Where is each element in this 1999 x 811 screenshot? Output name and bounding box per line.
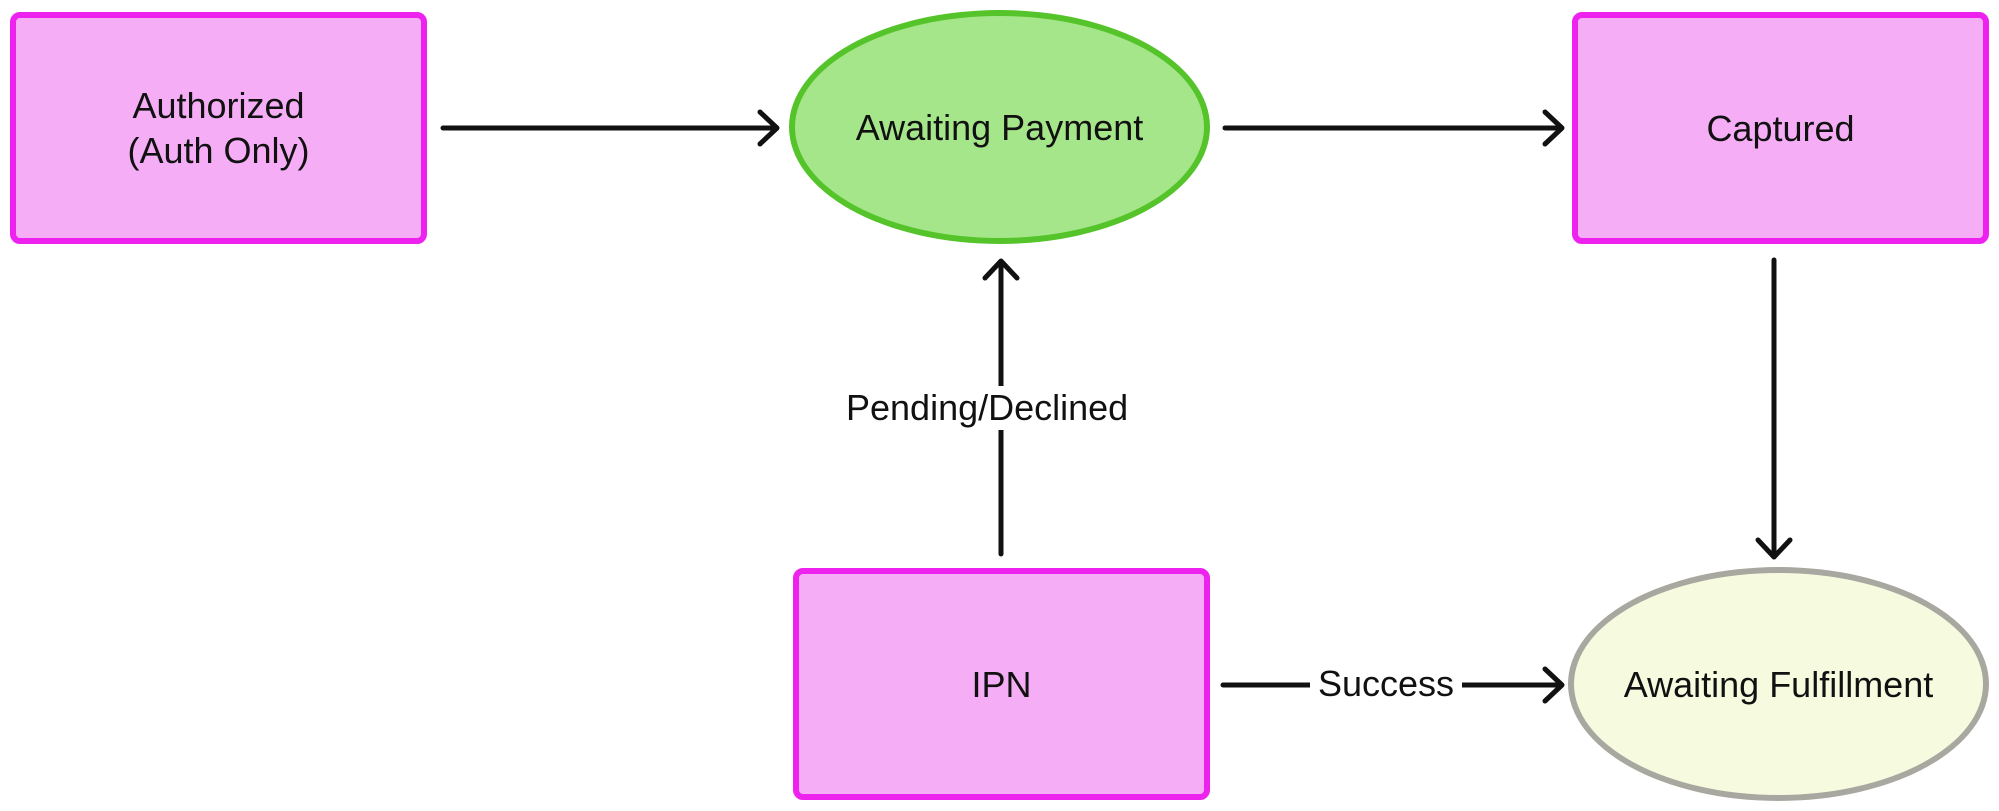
node-awaiting-fulfillment-label: Awaiting Fulfillment bbox=[1623, 663, 1934, 705]
node-ipn-label: IPN bbox=[971, 663, 1032, 705]
edge-awaiting-payment-to-captured bbox=[1222, 109, 1565, 147]
node-authorized-label: Authorized (Auth Only) bbox=[127, 85, 310, 171]
edge-label-success: Success bbox=[1310, 662, 1463, 706]
node-captured-label: Captured bbox=[1706, 107, 1855, 149]
node-ipn: IPN bbox=[793, 568, 1210, 800]
node-awaiting-payment: Awaiting Payment bbox=[789, 10, 1210, 244]
edge-label-pending-declined: Pending/Declined bbox=[838, 386, 1137, 430]
node-awaiting-payment-label: Awaiting Payment bbox=[855, 106, 1144, 148]
node-authorized: Authorized (Auth Only) bbox=[10, 12, 427, 244]
edge-authorized-to-awaiting-payment bbox=[440, 109, 780, 147]
edge-captured-to-awaiting-fulfillment bbox=[1755, 257, 1793, 560]
node-captured: Captured bbox=[1572, 12, 1989, 244]
node-awaiting-fulfillment: Awaiting Fulfillment bbox=[1568, 567, 1989, 801]
